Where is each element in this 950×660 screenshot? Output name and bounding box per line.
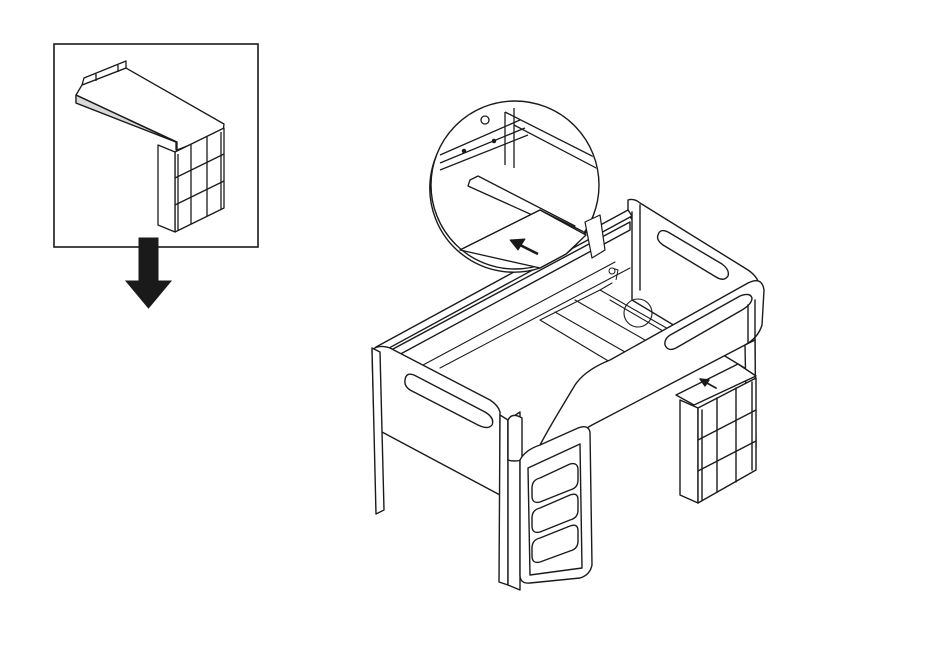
near-end-panel: [372, 346, 500, 495]
magnifier-detail: [430, 101, 620, 300]
inset-frame: [54, 44, 258, 247]
inset-panel: [54, 44, 258, 247]
down-arrow-icon: [126, 238, 171, 308]
desk-cube-shelf: [676, 364, 756, 503]
ladder: [520, 427, 592, 583]
corner-post: [508, 415, 522, 461]
loft-bed: [372, 199, 764, 590]
